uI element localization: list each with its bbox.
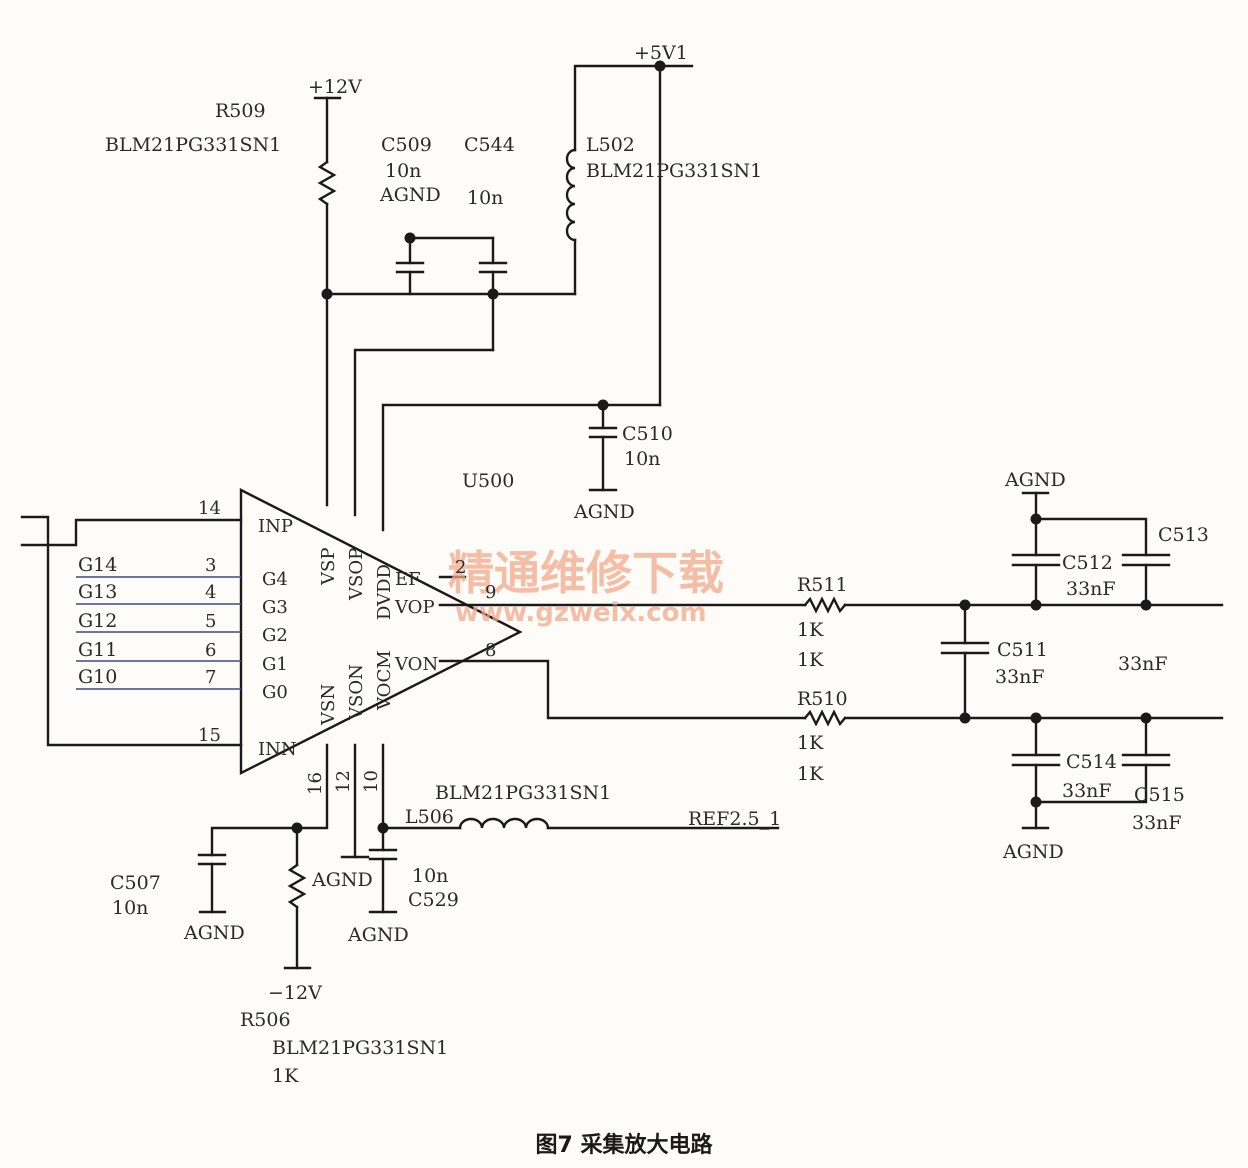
l506-value: BLM21PG331SN1 xyxy=(435,782,611,804)
r506-value: BLM21PG331SN1 xyxy=(272,1037,448,1059)
pin-name-dvdd: DVDD xyxy=(374,564,395,620)
watermark-url: www.gzweix.com xyxy=(455,598,707,628)
top-supply-wiring xyxy=(313,64,694,532)
pin-numbers: 14 3 4 5 6 7 15 2 9 8 16 12 10 xyxy=(198,498,496,795)
net-label-g14: G14 xyxy=(78,554,117,576)
r506-ref: R506 xyxy=(240,1009,291,1031)
r510-value2: 1K xyxy=(797,763,824,785)
ref-label: REF2.5_1 xyxy=(688,808,781,830)
pin-number-2: 2 xyxy=(455,557,466,578)
c529-ref: C529 xyxy=(408,889,459,911)
r511-ref: R511 xyxy=(797,574,848,596)
pin-name-inp: INP xyxy=(258,516,293,537)
c511-value: 33nF xyxy=(995,666,1045,688)
c511-ref: C511 xyxy=(997,639,1048,661)
agnd-label-c514: AGND xyxy=(1002,841,1064,863)
pin-number-16: 16 xyxy=(305,772,326,795)
bottom-wiring xyxy=(197,743,780,970)
agnd-label-c507: AGND xyxy=(183,922,245,944)
component-labels: R509 BLM21PG331SN1 C509 10n C544 10n L50… xyxy=(105,100,1209,1087)
pin-name-vop: VOP xyxy=(394,597,435,618)
pin-number-10: 10 xyxy=(361,770,382,793)
c513-ref: C513 xyxy=(1158,524,1209,546)
pin-name-ef: EF xyxy=(395,569,421,590)
power-label-p5v: +5V1 xyxy=(634,42,688,64)
pin-name-g2: G2 xyxy=(262,625,288,646)
r511-value: 1K xyxy=(797,619,824,641)
net-label-g13: G13 xyxy=(78,581,117,603)
pin-number-12: 12 xyxy=(333,770,354,793)
r511-value2: 1K xyxy=(797,649,824,671)
c510-value: 10n xyxy=(624,448,660,470)
c512-value: 33nF xyxy=(1066,578,1116,600)
r510-ref: R510 xyxy=(797,688,848,710)
c507-ref: C507 xyxy=(110,872,161,894)
pin-name-g1: G1 xyxy=(262,654,288,675)
pin-number-8: 8 xyxy=(485,640,496,661)
c509-ref: C509 xyxy=(381,134,432,156)
c544-ref: C544 xyxy=(464,134,515,156)
pin-number-7: 7 xyxy=(205,667,216,688)
c514-ref: C514 xyxy=(1066,751,1117,773)
power-label-p12v: +12V xyxy=(308,76,362,98)
agnd-label-c529: AGND xyxy=(347,924,409,946)
r506-value2: 1K xyxy=(272,1065,299,1087)
pin-number-6: 6 xyxy=(205,640,216,661)
c507-value: 10n xyxy=(112,897,148,919)
pin-name-vsop: VSOP xyxy=(346,548,367,601)
input-wiring xyxy=(20,515,243,747)
pin-name-vson: VSON xyxy=(346,664,367,721)
pin-name-g0: G0 xyxy=(262,682,288,703)
l506-ref: L506 xyxy=(405,806,454,828)
r509-ref: R509 xyxy=(215,100,266,122)
pin-name-vocm: VOCM xyxy=(374,650,395,711)
chip-ref-label: U500 xyxy=(462,470,514,492)
l502-value: BLM21PG331SN1 xyxy=(586,160,762,182)
c514-value: 33nF xyxy=(1062,780,1112,802)
pin-name-vsp: VSP xyxy=(318,548,339,586)
l502-ref: L502 xyxy=(586,134,635,156)
c512-ref: C512 xyxy=(1062,552,1113,574)
chip-pin-labels: U500 INP G4 G3 G2 G1 G0 INN VSP VSOP DVD… xyxy=(258,470,514,760)
net-label-g10: G10 xyxy=(78,666,117,688)
pin-number-15: 15 xyxy=(198,725,221,746)
agnd-label-c510: AGND xyxy=(573,501,635,523)
junction-dots xyxy=(291,60,1152,834)
c513-value: 33nF xyxy=(1118,653,1168,675)
r509-value: BLM21PG331SN1 xyxy=(105,134,281,156)
c509-value: 10n xyxy=(385,160,421,182)
c515-value: 33nF xyxy=(1132,812,1182,834)
pin-name-vsn: VSN xyxy=(318,684,339,726)
output-wiring xyxy=(438,491,1224,830)
watermark-title: 精通维修下载 xyxy=(448,546,724,600)
net-label-g12: G12 xyxy=(78,610,117,632)
pin-number-5: 5 xyxy=(205,611,216,632)
c515-ref: C515 xyxy=(1134,784,1185,806)
power-label-n12v: −12V xyxy=(268,982,322,1004)
c544-value: 10n xyxy=(467,187,503,209)
pin-number-9: 9 xyxy=(485,582,496,603)
pin-number-3: 3 xyxy=(205,555,216,576)
c529-value: 10n xyxy=(412,865,448,887)
c510-ref: C510 xyxy=(622,423,673,445)
figure-caption: 图7 采集放大电路 xyxy=(536,1132,714,1158)
pin-number-14: 14 xyxy=(198,498,221,519)
pin-number-4: 4 xyxy=(205,582,216,603)
agnd-label-vson: AGND xyxy=(311,869,373,891)
pin-name-g3: G3 xyxy=(262,597,288,618)
r510-value: 1K xyxy=(797,732,824,754)
net-labels: G14 G13 G12 G11 G10 +12V +5V1 −12V REF2.… xyxy=(78,42,1066,1004)
pin-name-von: VON xyxy=(394,654,438,675)
pin-name-inn: INN xyxy=(258,739,297,760)
agnd-label-c512: AGND xyxy=(1004,469,1066,491)
agnd-label-c509: AGND xyxy=(379,184,441,206)
pin-name-g4: G4 xyxy=(262,569,288,590)
net-label-g11: G11 xyxy=(78,639,117,661)
